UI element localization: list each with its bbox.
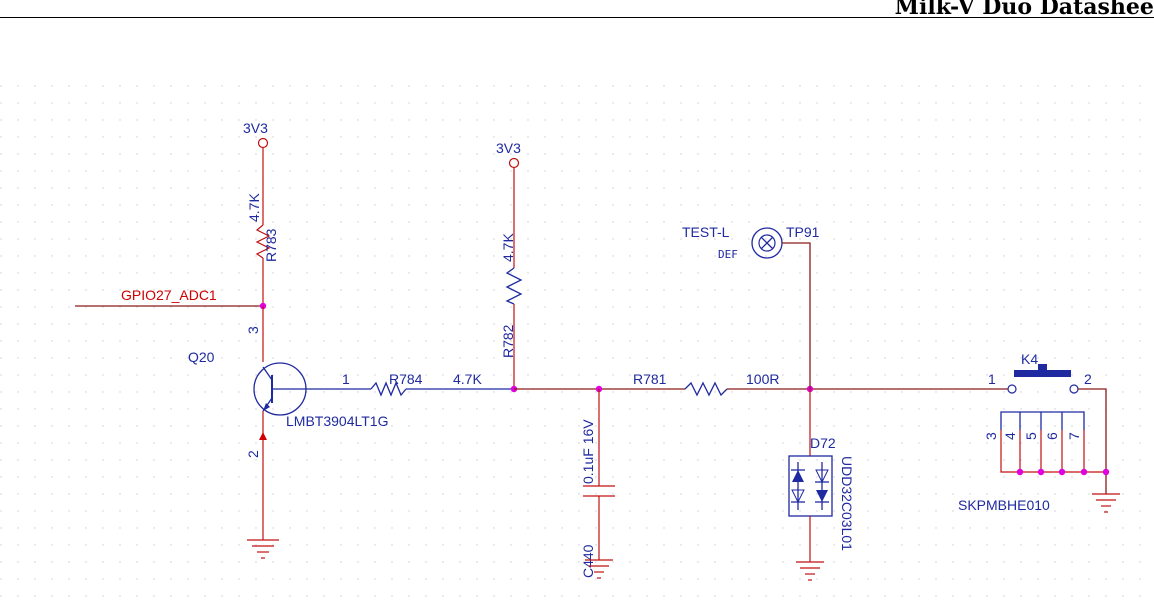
ground-symbol bbox=[247, 539, 279, 559]
resistor-r781: R781 100R bbox=[633, 371, 779, 397]
resistor-r782: 4.7K R782 bbox=[500, 233, 523, 358]
svg-text:TP91: TP91 bbox=[786, 224, 820, 240]
svg-text:3V3: 3V3 bbox=[496, 140, 521, 156]
svg-text:4.7K: 4.7K bbox=[453, 371, 482, 387]
ground-symbol bbox=[1092, 493, 1120, 513]
q20-pin-base: 1 bbox=[342, 371, 350, 387]
svg-text:LMBT3904LT1G: LMBT3904LT1G bbox=[286, 413, 388, 429]
svg-text:2: 2 bbox=[1084, 371, 1092, 387]
svg-text:SKPMBHE010: SKPMBHE010 bbox=[958, 497, 1050, 513]
junction bbox=[1058, 468, 1066, 476]
svg-text:R781: R781 bbox=[633, 371, 667, 387]
svg-text:7: 7 bbox=[1066, 432, 1082, 440]
svg-text:D72: D72 bbox=[810, 435, 836, 451]
svg-text:DEF: DEF bbox=[718, 248, 738, 261]
resistor-r784: R784 4.7K bbox=[370, 371, 482, 397]
svg-text:R783: R783 bbox=[263, 228, 279, 262]
ground-symbol bbox=[796, 561, 824, 581]
testpoint-tp91: TEST-L DEF TP91 bbox=[682, 224, 820, 261]
svg-text:4.7K: 4.7K bbox=[246, 193, 262, 222]
junction bbox=[1080, 468, 1088, 476]
page-header-title: Milk-V Duo Datasheet bbox=[894, 0, 1154, 20]
resistor-r783: 4.7K R783 bbox=[246, 193, 279, 262]
svg-text:3V3: 3V3 bbox=[243, 120, 268, 136]
grid-background bbox=[0, 80, 1154, 606]
svg-text:TEST-L: TEST-L bbox=[682, 224, 730, 240]
svg-text:1: 1 bbox=[988, 371, 996, 387]
q20-pin-collector: 3 bbox=[245, 326, 261, 334]
ground-symbol bbox=[585, 559, 613, 579]
svg-text:K4: K4 bbox=[1021, 351, 1038, 367]
junction bbox=[1037, 468, 1045, 476]
junction bbox=[1016, 468, 1024, 476]
junction bbox=[1102, 468, 1110, 476]
header-rule bbox=[0, 17, 1154, 18]
svg-text:C440: C440 bbox=[580, 544, 596, 578]
svg-text:4: 4 bbox=[1002, 432, 1018, 440]
svg-text:6: 6 bbox=[1044, 432, 1060, 440]
svg-text:3: 3 bbox=[983, 432, 999, 440]
svg-text:5: 5 bbox=[1023, 432, 1039, 440]
switch-k4: K4 1 2 3 4 5 6 7 SKPMBHE010 bbox=[958, 351, 1092, 513]
svg-text:R784: R784 bbox=[389, 371, 423, 387]
capacitor-c440: 0.1uF 16V C440 bbox=[580, 389, 615, 578]
svg-text:4.7K: 4.7K bbox=[500, 233, 516, 262]
q20-pin-emitter: 2 bbox=[245, 450, 261, 458]
svg-text:R782: R782 bbox=[500, 324, 516, 358]
net-label-gpio27-adc1: GPIO27_ADC1 bbox=[121, 287, 217, 303]
svg-text:100R: 100R bbox=[746, 371, 779, 387]
transistor-q20: Q20 LMBT3904LT1G bbox=[188, 349, 388, 429]
svg-text:Q20: Q20 bbox=[188, 349, 215, 365]
svg-text:UDD32C03L01: UDD32C03L01 bbox=[839, 456, 855, 551]
svg-text:0.1uF 16V: 0.1uF 16V bbox=[580, 419, 596, 484]
tvs-diode-d72: D72 UDD32C03L01 bbox=[788, 435, 855, 551]
emitter-arrow bbox=[259, 432, 267, 440]
